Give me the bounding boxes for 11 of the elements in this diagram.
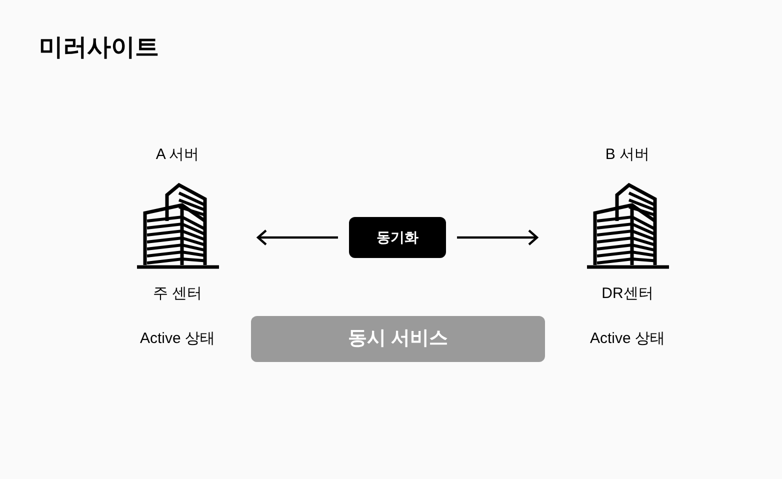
status-label: Active 상태 [590,329,665,349]
center-label: DR센터 [602,284,654,304]
center-label: 주 센터 [152,284,202,304]
sync-box: 동기화 [349,217,446,258]
status-label: Active 상태 [140,329,215,349]
service-bar: 동시 서비스 [251,316,545,362]
server-label: B 서버 [605,145,650,165]
title: 미러사이트 [39,33,159,63]
server-label: A 서버 [156,145,200,165]
arrow [256,229,338,246]
arrow [457,229,538,246]
